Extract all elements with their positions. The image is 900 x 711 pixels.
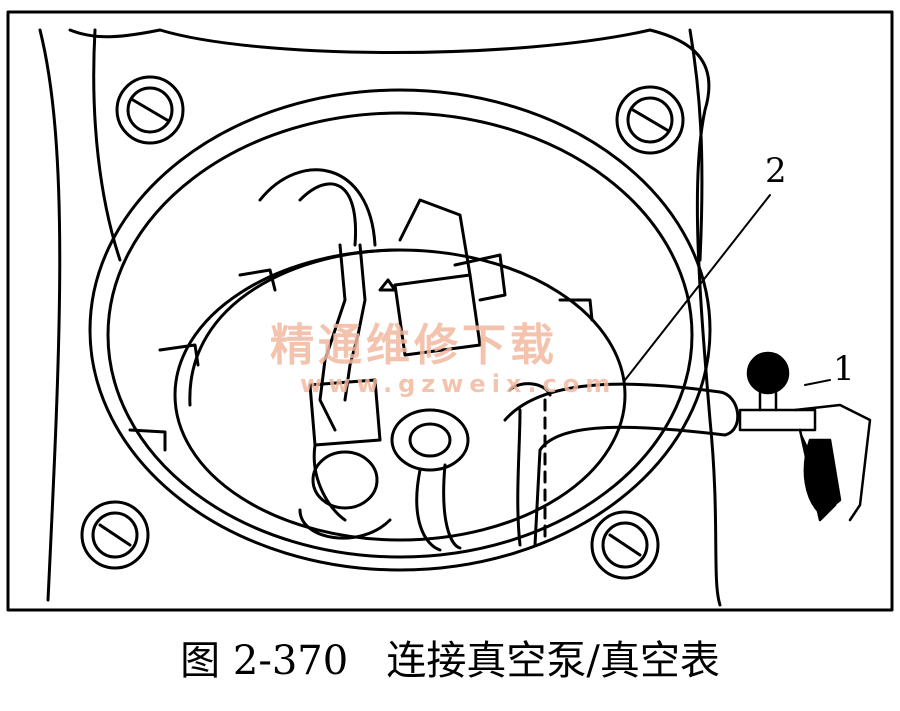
leader-line-2	[624, 194, 771, 381]
access-opening	[88, 88, 712, 572]
watermark-text: 精通维修下载	[270, 320, 558, 371]
screw-top-right	[615, 85, 685, 155]
screw-top-left	[115, 75, 185, 145]
screw-bottom-right	[590, 510, 660, 580]
screw-bottom-left	[80, 500, 150, 570]
watermark-url: www.gzweix.com	[300, 370, 616, 398]
center-outlet	[390, 408, 470, 472]
callout-label-1: 1	[833, 349, 855, 389]
vacuum-pump-gauge	[738, 351, 872, 522]
body-panel	[68, 28, 722, 607]
fuel-line-left	[318, 243, 347, 432]
vacuum-hose	[503, 382, 740, 547]
leader-line-1	[804, 379, 831, 386]
figure-caption: 图 2-370 连接真空泵/真空表	[180, 638, 720, 684]
electrical-connector	[393, 273, 482, 357]
callout-label-2: 2	[765, 151, 787, 191]
frame-border	[6, 10, 894, 612]
